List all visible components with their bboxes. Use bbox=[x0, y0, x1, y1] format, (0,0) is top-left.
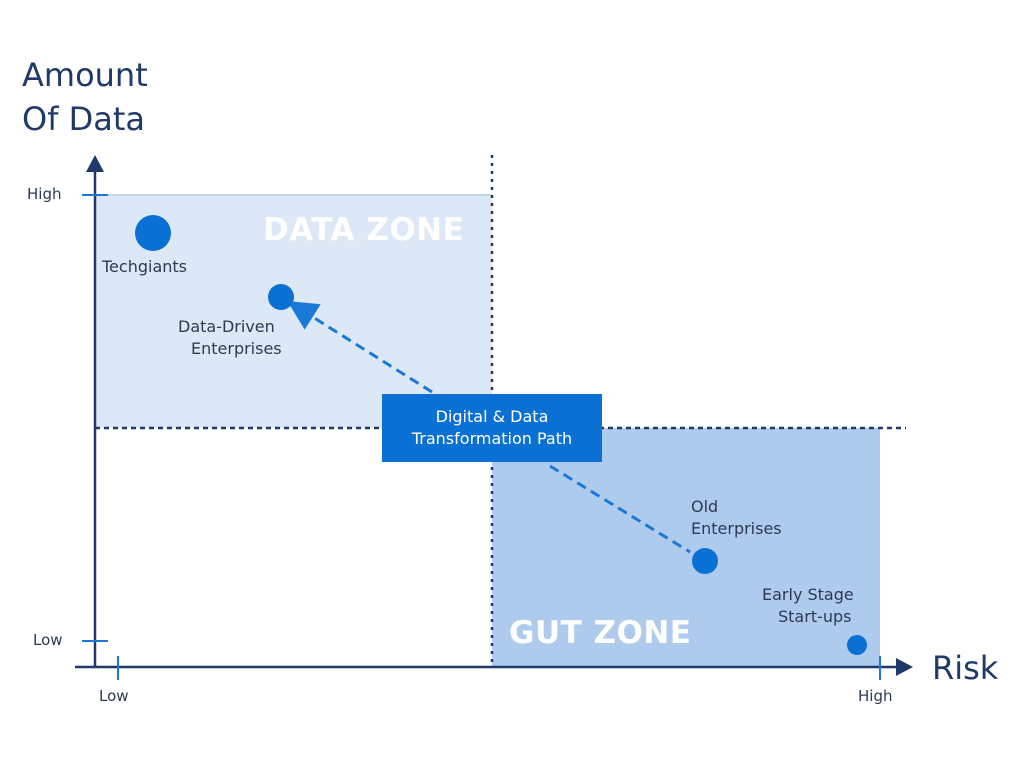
y-low-label: Low bbox=[33, 631, 63, 649]
y-axis-arrow-icon bbox=[86, 155, 104, 172]
gut-zone-area bbox=[492, 428, 880, 667]
data-driven-point bbox=[268, 284, 294, 310]
data-zone-label: DATA ZONE bbox=[263, 212, 465, 248]
transformation-path-label: Digital & Data Transformation Path bbox=[382, 394, 602, 462]
data-driven-label-1: Data-Driven bbox=[178, 317, 275, 336]
old-enterprises-label-2: Enterprises bbox=[691, 519, 782, 538]
y-axis-title-2: Of Data bbox=[22, 100, 146, 138]
transformation-path-upper bbox=[287, 301, 433, 394]
early-startups-label-2: Start-ups bbox=[778, 607, 852, 626]
x-axis-arrow-icon bbox=[896, 658, 913, 676]
data-driven-label-2: Enterprises bbox=[191, 339, 282, 358]
early-startups-point bbox=[847, 635, 867, 655]
techgiants-label: Techgiants bbox=[102, 257, 187, 276]
transformation-path-lower bbox=[549, 464, 691, 554]
early-startups-label-1: Early Stage bbox=[762, 585, 854, 604]
y-axis-title-1: Amount bbox=[22, 56, 148, 94]
gut-zone-label: GUT ZONE bbox=[509, 615, 692, 651]
old-enterprises-label-1: Old bbox=[691, 497, 719, 516]
x-axis-title: Risk bbox=[932, 649, 999, 687]
techgiants-point bbox=[135, 215, 171, 251]
path-label-line1: Digital & Data bbox=[435, 407, 549, 426]
y-high-label: High bbox=[27, 185, 62, 203]
x-high-label: High bbox=[858, 687, 893, 705]
old-enterprises-point bbox=[692, 548, 718, 574]
x-low-label: Low bbox=[99, 687, 129, 705]
path-label-line2: Transformation Path bbox=[411, 429, 573, 448]
